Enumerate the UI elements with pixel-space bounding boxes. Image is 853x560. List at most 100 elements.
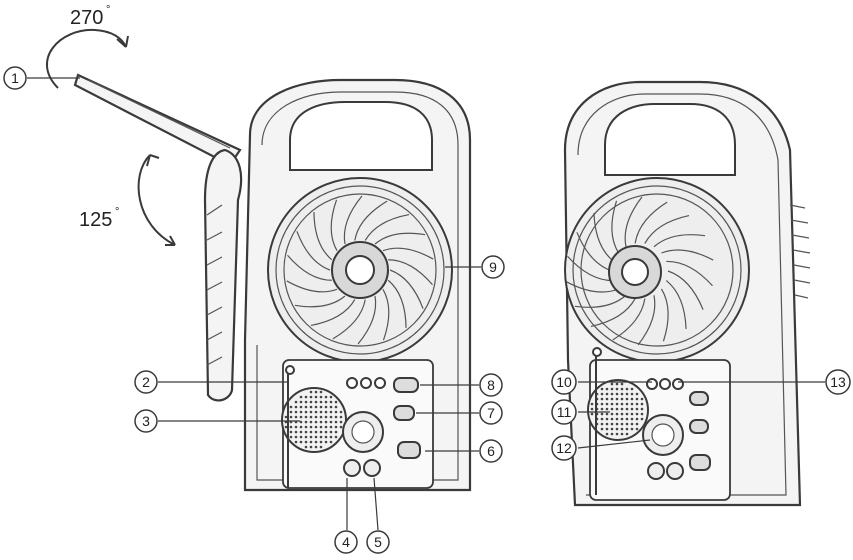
- fan-blade: [590, 298, 636, 327]
- speaker-hole: [299, 395, 303, 399]
- speaker-hole: [284, 425, 288, 429]
- svg-text:6: 6: [487, 443, 495, 459]
- svg-text:11: 11: [557, 404, 572, 420]
- fan-blade: [364, 213, 410, 241]
- svg-text:1: 1: [11, 70, 19, 86]
- fan-blade: [574, 294, 627, 308]
- speaker-hole: [615, 432, 619, 436]
- callout-7: 7: [479, 401, 503, 425]
- speaker-hole: [329, 415, 333, 419]
- speaker-hole: [304, 435, 308, 439]
- speaker-hole: [610, 432, 614, 436]
- speaker-hole: [334, 400, 338, 404]
- speaker-hole: [284, 415, 288, 419]
- speaker-hole: [620, 427, 624, 431]
- fan-blade: [611, 200, 620, 254]
- mode-switch: [689, 391, 709, 406]
- speaker-hole: [630, 412, 634, 416]
- speaker-hole: [289, 435, 293, 439]
- speaker-hole: [309, 400, 313, 404]
- callout-5: 5: [366, 530, 390, 554]
- leader-lines: [27, 77, 825, 531]
- callout-9: 9: [481, 255, 505, 279]
- speaker-hole: [615, 417, 619, 421]
- speaker-hole: [294, 405, 298, 409]
- speaker-hole: [610, 402, 614, 406]
- speaker-hole: [600, 427, 604, 431]
- speaker-hole: [620, 432, 624, 436]
- callout-8: 8: [479, 373, 503, 397]
- speaker-hole: [625, 422, 629, 426]
- speaker-hole: [309, 405, 313, 409]
- speaker-hole: [630, 417, 634, 421]
- speaker-hole: [329, 410, 333, 414]
- speaker-hole: [314, 415, 318, 419]
- speaker-hole: [304, 410, 308, 414]
- speaker-hole: [334, 415, 338, 419]
- speaker-hole: [610, 392, 614, 396]
- right-side-ribs: [789, 204, 811, 299]
- svg-text:8: 8: [487, 377, 495, 393]
- speaker-hole: [339, 415, 343, 419]
- left-speaker-grille: [281, 387, 347, 453]
- fan-blade: [382, 247, 434, 260]
- speaker-hole: [314, 420, 318, 424]
- speaker-hole: [339, 410, 343, 414]
- speaker-hole: [615, 402, 619, 406]
- speaker-hole: [299, 435, 303, 439]
- fan-blade: [667, 270, 704, 310]
- fan-blade: [660, 288, 669, 342]
- speaker-hole: [630, 387, 634, 391]
- fan-blade: [287, 254, 332, 281]
- speaker-hole: [605, 432, 609, 436]
- speaker-hole: [309, 390, 313, 394]
- power-switch: [689, 454, 711, 471]
- right-fan-unit: [563, 80, 811, 507]
- speaker-hole: [329, 440, 333, 444]
- fan-blade: [644, 215, 690, 244]
- speaker-hole: [610, 397, 614, 401]
- fan-blade: [357, 295, 377, 345]
- left-fan-unit: [73, 73, 472, 492]
- speaker-hole: [635, 407, 639, 411]
- speaker-hole: [625, 412, 629, 416]
- speaker-hole: [294, 410, 298, 414]
- volume-knob: [343, 459, 361, 477]
- speaker-hole: [319, 390, 323, 394]
- fan-blade: [665, 280, 687, 329]
- speaker-hole: [600, 387, 604, 391]
- speaker-hole: [620, 392, 624, 396]
- fan-blade: [612, 298, 646, 341]
- speaker-hole: [309, 420, 313, 424]
- speaker-hole: [620, 417, 624, 421]
- speaker-hole: [625, 397, 629, 401]
- speaker-hole: [605, 422, 609, 426]
- speaker-hole: [294, 400, 298, 404]
- fan-blade: [566, 281, 619, 293]
- speaker-hole: [610, 407, 614, 411]
- speaker-hole: [625, 417, 629, 421]
- speaker-hole: [329, 430, 333, 434]
- speaker-hole: [304, 445, 308, 449]
- speaker-hole: [319, 440, 323, 444]
- fan-blade: [374, 232, 426, 245]
- speaker-hole: [630, 392, 634, 396]
- fan-blade: [313, 212, 333, 261]
- speaker-hole: [610, 382, 614, 386]
- speaker-hole: [625, 427, 629, 431]
- speaker-hole: [620, 397, 624, 401]
- speaker-hole: [630, 402, 634, 406]
- speaker-hole: [319, 420, 323, 424]
- speaker-hole: [309, 410, 313, 414]
- fan-blade: [593, 213, 615, 262]
- angle-label-270: 270: [70, 7, 103, 29]
- speaker-hole: [309, 415, 313, 419]
- fan-blade: [310, 299, 356, 327]
- speaker-hole: [319, 435, 323, 439]
- speaker-hole: [304, 405, 308, 409]
- speaker-hole: [294, 415, 298, 419]
- speaker-hole: [304, 420, 308, 424]
- svg-text:2: 2: [142, 374, 150, 390]
- fan-blade: [653, 234, 706, 248]
- speaker-hole: [610, 427, 614, 431]
